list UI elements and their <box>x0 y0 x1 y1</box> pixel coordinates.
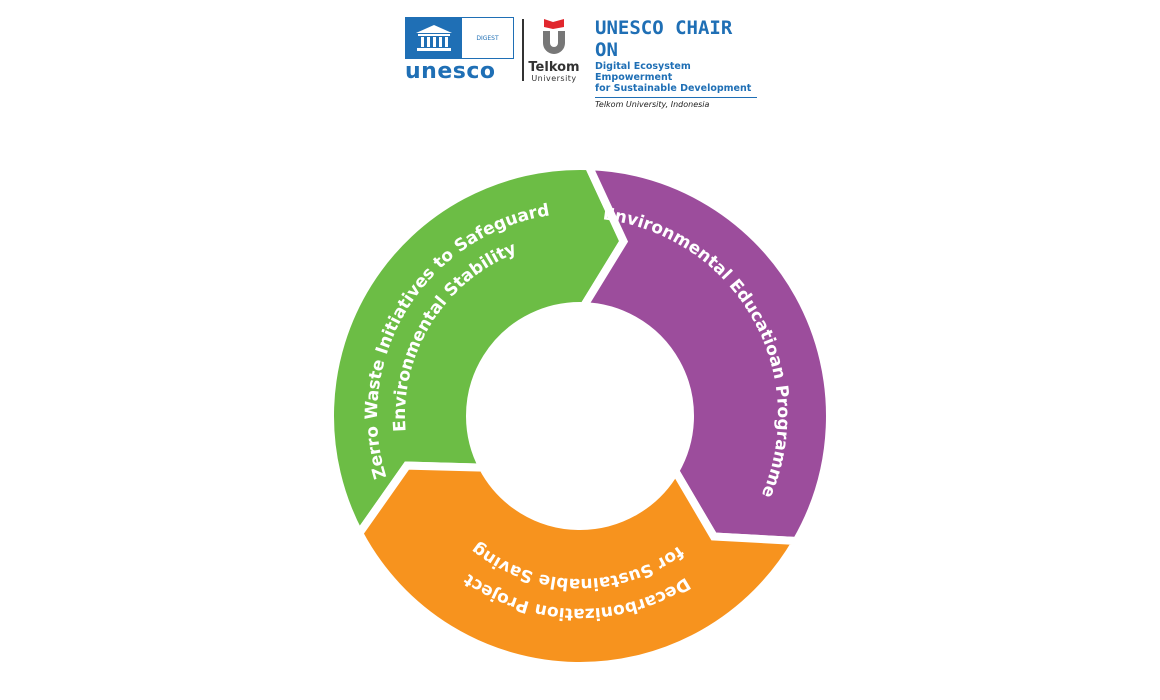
chair-line2: for Sustainable Development <box>595 83 752 94</box>
chair-title-block: UNESCO CHAIR ON Digital Ecosystem Empowe… <box>595 17 765 109</box>
chair-rule <box>595 97 757 98</box>
temple-icon <box>406 18 462 58</box>
telkom-sub: University <box>531 74 577 83</box>
divider <box>522 19 524 81</box>
unesco-logo: DIGEST <box>405 17 514 59</box>
chair-title: UNESCO CHAIR ON <box>595 17 733 61</box>
digest-logo: DIGEST <box>476 34 499 42</box>
header-logos: DIGEST unesco Telkom University UNESCO C… <box>405 17 765 109</box>
segment-education <box>576 161 834 546</box>
segment-zero-waste <box>326 162 629 541</box>
chair-line1: Digital Ecosystem Empowerment <box>595 61 691 83</box>
telkom-logo: Telkom University <box>528 17 580 83</box>
chair-location: Telkom University, Indonesia <box>595 100 710 109</box>
telkom-icon <box>543 19 565 54</box>
segment-decarbonization <box>354 461 804 670</box>
telkom-name: Telkom <box>528 60 580 75</box>
unesco-wordmark: unesco <box>405 59 496 84</box>
